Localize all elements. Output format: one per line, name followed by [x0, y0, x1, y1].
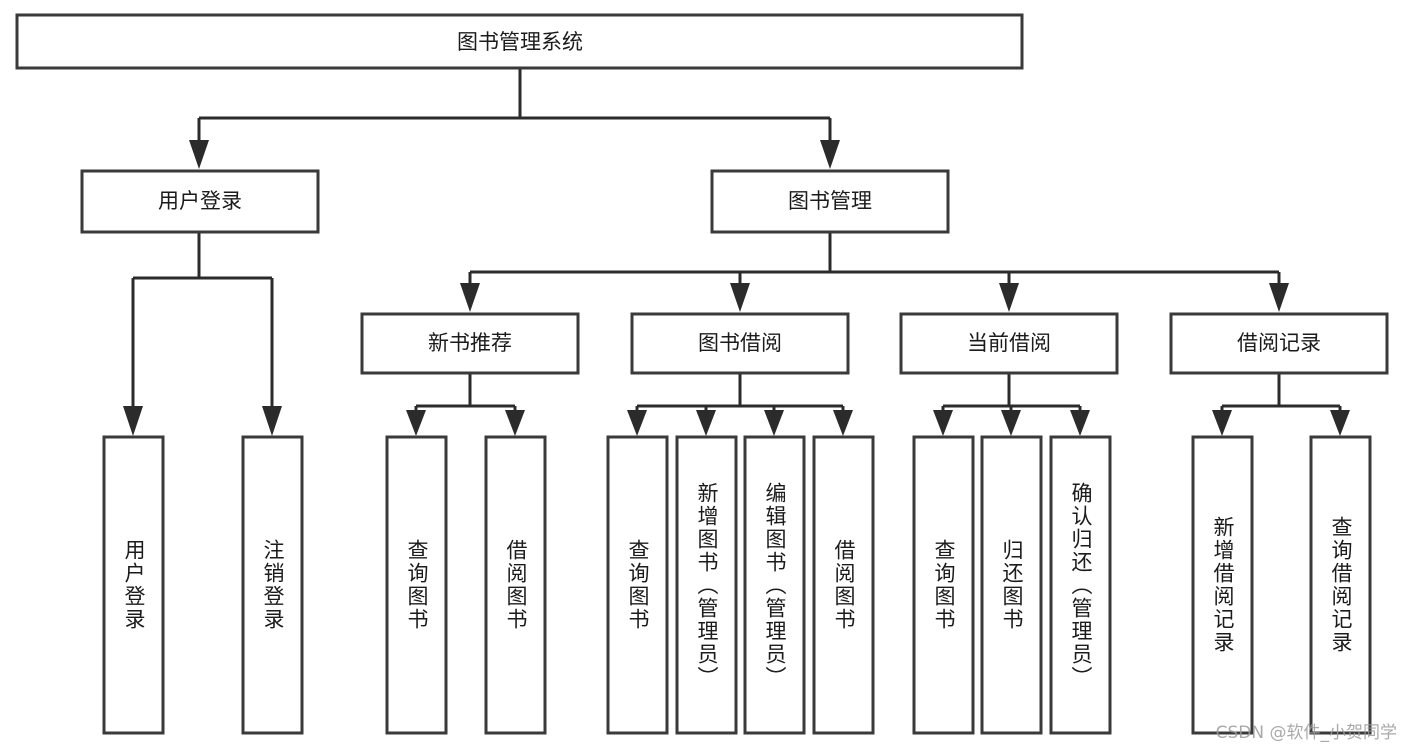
arrow-head-icon — [262, 406, 282, 436]
node-new-book-recommend[interactable]: 新书推荐 — [360, 312, 580, 375]
node-box-shape — [80, 169, 320, 234]
leaf-node-add-borrow-record[interactable] — [1191, 435, 1254, 735]
node-label: 图书管理系统 — [457, 30, 583, 54]
arrow-head-icon — [1269, 283, 1289, 312]
connector-borrow-record-to-leaves — [1212, 373, 1350, 436]
node-label: 新书推荐 — [428, 331, 512, 355]
node-label: 图书借阅 — [698, 331, 782, 355]
arrow-head-icon — [833, 410, 853, 436]
node-box-shape — [912, 435, 975, 735]
arrow-head-icon — [730, 283, 750, 312]
node-book-management[interactable]: 图书管理 — [710, 169, 950, 234]
leaf-node-query-borrow-record[interactable] — [1309, 435, 1372, 735]
arrow-head-icon — [999, 283, 1019, 312]
arrow-head-icon — [460, 283, 480, 312]
connector-book-borrow-to-leaves — [627, 373, 853, 436]
connector-root-to-level2 — [189, 68, 840, 169]
leaf-node-confirm-return-admin[interactable] — [1049, 435, 1112, 735]
node-box-shape — [675, 435, 738, 735]
watermark-text: CSDN @软件_小贺同学 — [1215, 723, 1397, 743]
leaf-node-query-book-recommend[interactable] — [385, 435, 448, 735]
arrow-head-icon — [627, 410, 647, 436]
node-label: 当前借阅 — [967, 331, 1051, 355]
node-box-shape — [1169, 312, 1389, 375]
leaf-node-query-book-borrow[interactable] — [606, 435, 669, 735]
node-box-shape — [385, 435, 448, 735]
arrow-head-icon — [1330, 410, 1350, 436]
leaf-node-add-book-admin[interactable] — [675, 435, 738, 735]
node-box-shape — [484, 435, 547, 735]
connector-user-login-to-leaves — [123, 232, 282, 436]
arrow-head-icon — [933, 410, 953, 436]
arrow-head-icon — [1070, 410, 1090, 436]
leaf-node-logout[interactable] — [241, 435, 304, 735]
leaf-node-user-login[interactable] — [102, 435, 165, 735]
node-box-shape — [360, 312, 580, 375]
node-root-system[interactable]: 图书管理系统 — [15, 13, 1024, 70]
node-box-shape — [812, 435, 875, 735]
node-box-shape — [630, 312, 850, 375]
node-box-shape — [1049, 435, 1112, 735]
arrow-head-icon — [1001, 410, 1021, 436]
leaf-node-query-book-current[interactable] — [912, 435, 975, 735]
arrow-head-icon — [406, 410, 426, 436]
node-box-shape — [102, 435, 165, 735]
arrow-head-icon — [123, 406, 143, 436]
node-box-shape — [241, 435, 304, 735]
node-box-shape — [1309, 435, 1372, 735]
arrow-head-icon — [696, 410, 716, 436]
leaf-node-borrow-book[interactable] — [812, 435, 875, 735]
leaf-node-return-book[interactable] — [980, 435, 1043, 735]
node-label: 图书管理 — [788, 189, 872, 213]
node-user-login[interactable]: 用户登录 — [80, 169, 320, 234]
node-label: 用户登录 — [158, 189, 242, 213]
node-box-shape — [743, 435, 806, 735]
node-current-borrow[interactable]: 当前借阅 — [899, 312, 1119, 375]
arrow-head-icon — [764, 410, 784, 436]
node-book-borrow[interactable]: 图书借阅 — [630, 312, 850, 375]
node-borrow-record[interactable]: 借阅记录 — [1169, 312, 1389, 375]
node-box-shape — [899, 312, 1119, 375]
node-box-shape — [1191, 435, 1254, 735]
node-label: 借阅记录 — [1237, 331, 1321, 355]
node-box-shape — [606, 435, 669, 735]
node-box-shape — [710, 169, 950, 234]
arrow-head-icon — [505, 410, 525, 436]
connector-current-borrow-to-leaves — [933, 373, 1090, 436]
arrow-head-icon — [189, 140, 209, 169]
leaf-node-borrow-book-recommend[interactable] — [484, 435, 547, 735]
node-box-shape — [15, 13, 1024, 70]
leaf-node-edit-book-admin[interactable] — [743, 435, 806, 735]
connector-book-mgmt-to-level3 — [460, 232, 1289, 312]
node-box-shape — [980, 435, 1043, 735]
connector-new-book-to-leaves — [406, 373, 525, 436]
arrow-head-icon — [820, 140, 840, 169]
arrow-head-icon — [1212, 410, 1232, 436]
